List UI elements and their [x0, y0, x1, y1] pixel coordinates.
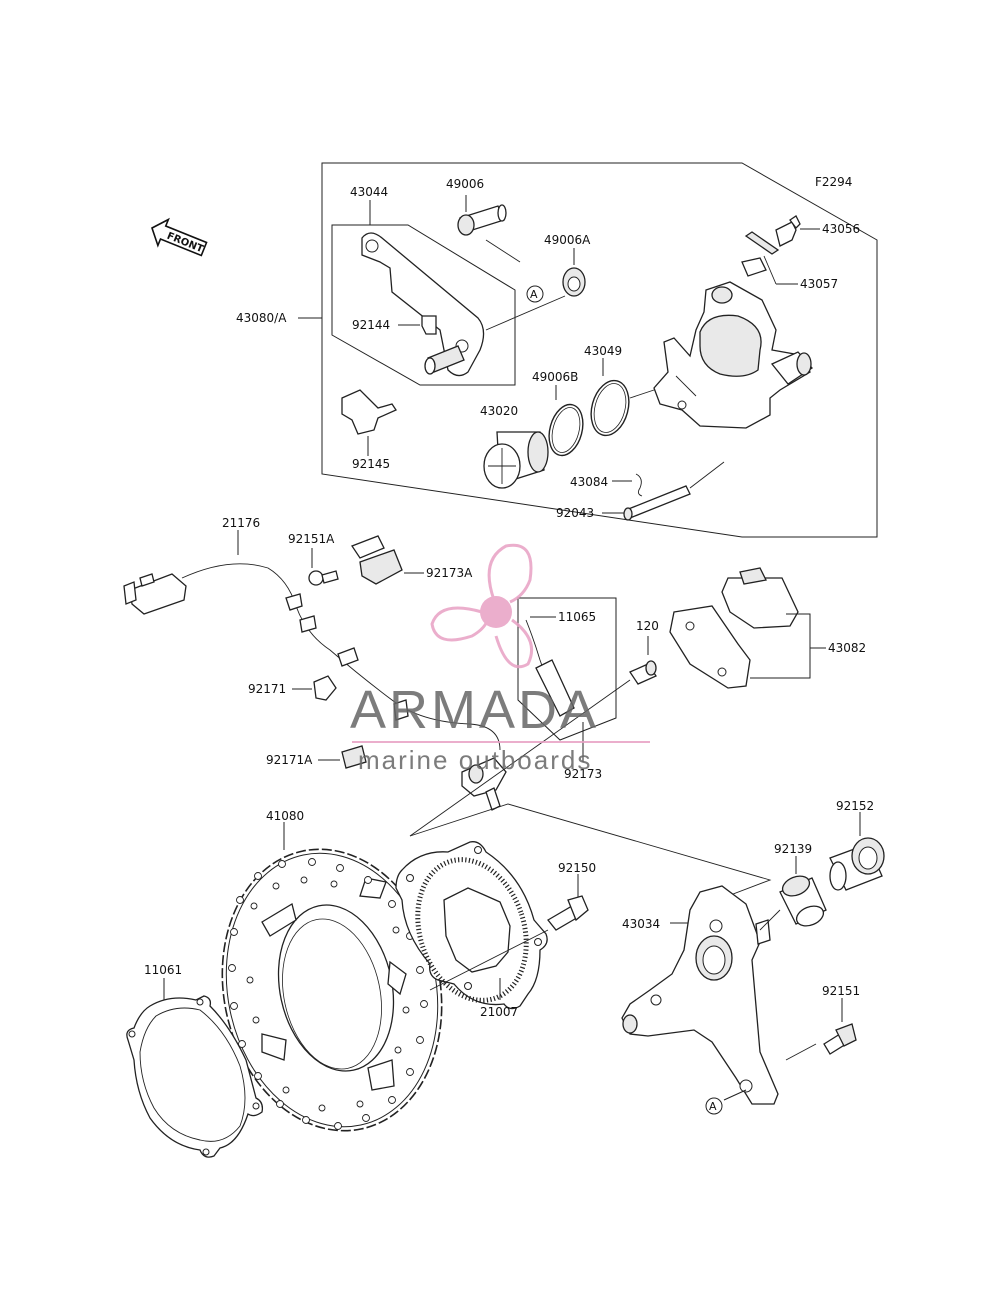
- collar-92139: [759, 856, 827, 931]
- bolt-92151A: [308, 548, 339, 586]
- bracket-92173A: [351, 535, 424, 585]
- caliper-holder-43034: [621, 885, 817, 1105]
- label-43044: 43044: [350, 185, 388, 199]
- pad-spring-92145: [341, 389, 397, 456]
- brake-pads-43082: [669, 567, 826, 689]
- label-43056: 43056: [822, 222, 860, 236]
- label-11065: 11065: [558, 610, 596, 624]
- bolt-92151: [823, 998, 857, 1055]
- front-arrow-icon: FRONT: [151, 217, 208, 257]
- label-41080: 41080: [266, 809, 304, 823]
- label-43034: 43034: [622, 917, 660, 931]
- cap-43057: [744, 231, 798, 285]
- label-11061: 11061: [144, 963, 182, 977]
- label-49006A: 49006A: [544, 233, 591, 247]
- label-49006B: 49006B: [532, 370, 578, 384]
- pin-92043: [602, 461, 725, 521]
- label-43020: 43020: [480, 404, 518, 418]
- label-49006: 49006: [446, 177, 484, 191]
- piston-43020: [483, 431, 549, 489]
- abs-sensor-21176: [123, 530, 507, 811]
- label-43049: 43049: [584, 344, 622, 358]
- label-92173A: 92173A: [426, 566, 473, 580]
- label-21176: 21176: [222, 516, 260, 530]
- boot-49006A: [485, 248, 586, 331]
- brake-disc-41080: [221, 822, 443, 1132]
- seal-43049: [590, 358, 661, 437]
- label-92150: 92150: [558, 861, 596, 875]
- label-92144: 92144: [352, 318, 390, 332]
- armada-watermark-logo: ARMADA marine outboards: [350, 543, 650, 775]
- gasket-11061: [126, 978, 264, 1158]
- ref-marker-a-bottom-text: A: [709, 1100, 717, 1113]
- clip-43084: [612, 473, 643, 497]
- watermark-brand: ARMADA: [350, 680, 599, 740]
- bushing-92152: [829, 812, 885, 891]
- bolt-120: [409, 636, 657, 837]
- label-92171A: 92171A: [266, 753, 313, 767]
- caliper-assembly-frame: [298, 162, 878, 538]
- label-43080A: 43080/A: [236, 311, 287, 325]
- label-92171: 92171: [248, 682, 286, 696]
- label-92151A: 92151A: [288, 532, 335, 546]
- label-92043: 92043: [556, 506, 594, 520]
- seal-49006B: [548, 385, 584, 457]
- ref-marker-a-bottom: A: [705, 1089, 747, 1115]
- figure-code: F2294: [815, 175, 852, 189]
- bolt-92150: [429, 874, 589, 991]
- clamp-92171: [292, 675, 337, 701]
- ref-marker-a-top-text: A: [530, 288, 538, 301]
- caliper-body: [653, 257, 813, 429]
- label-92139: 92139: [774, 842, 812, 856]
- clip-92144: [398, 315, 437, 335]
- label-120: 120: [636, 619, 659, 633]
- propeller-logo-icon: [430, 543, 533, 669]
- caliper-bracket-43044: [331, 200, 516, 386]
- assembly-guide-line: [409, 803, 772, 903]
- sensor-holder-box: [517, 597, 617, 762]
- label-92173: 92173: [564, 767, 602, 781]
- label-43082: 43082: [828, 641, 866, 655]
- ref-marker-a-top: A: [526, 285, 544, 303]
- sensor-rotor-21007: [395, 841, 548, 1010]
- clamp-92171A: [318, 745, 367, 769]
- boot-49006: [457, 195, 521, 263]
- label-92145: 92145: [352, 457, 390, 471]
- bleeder-43056: [775, 215, 820, 247]
- label-43084: 43084: [570, 475, 608, 489]
- label-43057: 43057: [800, 277, 838, 291]
- label-21007: 21007: [480, 1005, 518, 1019]
- watermark-tagline: marine outboards: [358, 745, 592, 775]
- label-92152: 92152: [836, 799, 874, 813]
- label-92151: 92151: [822, 984, 860, 998]
